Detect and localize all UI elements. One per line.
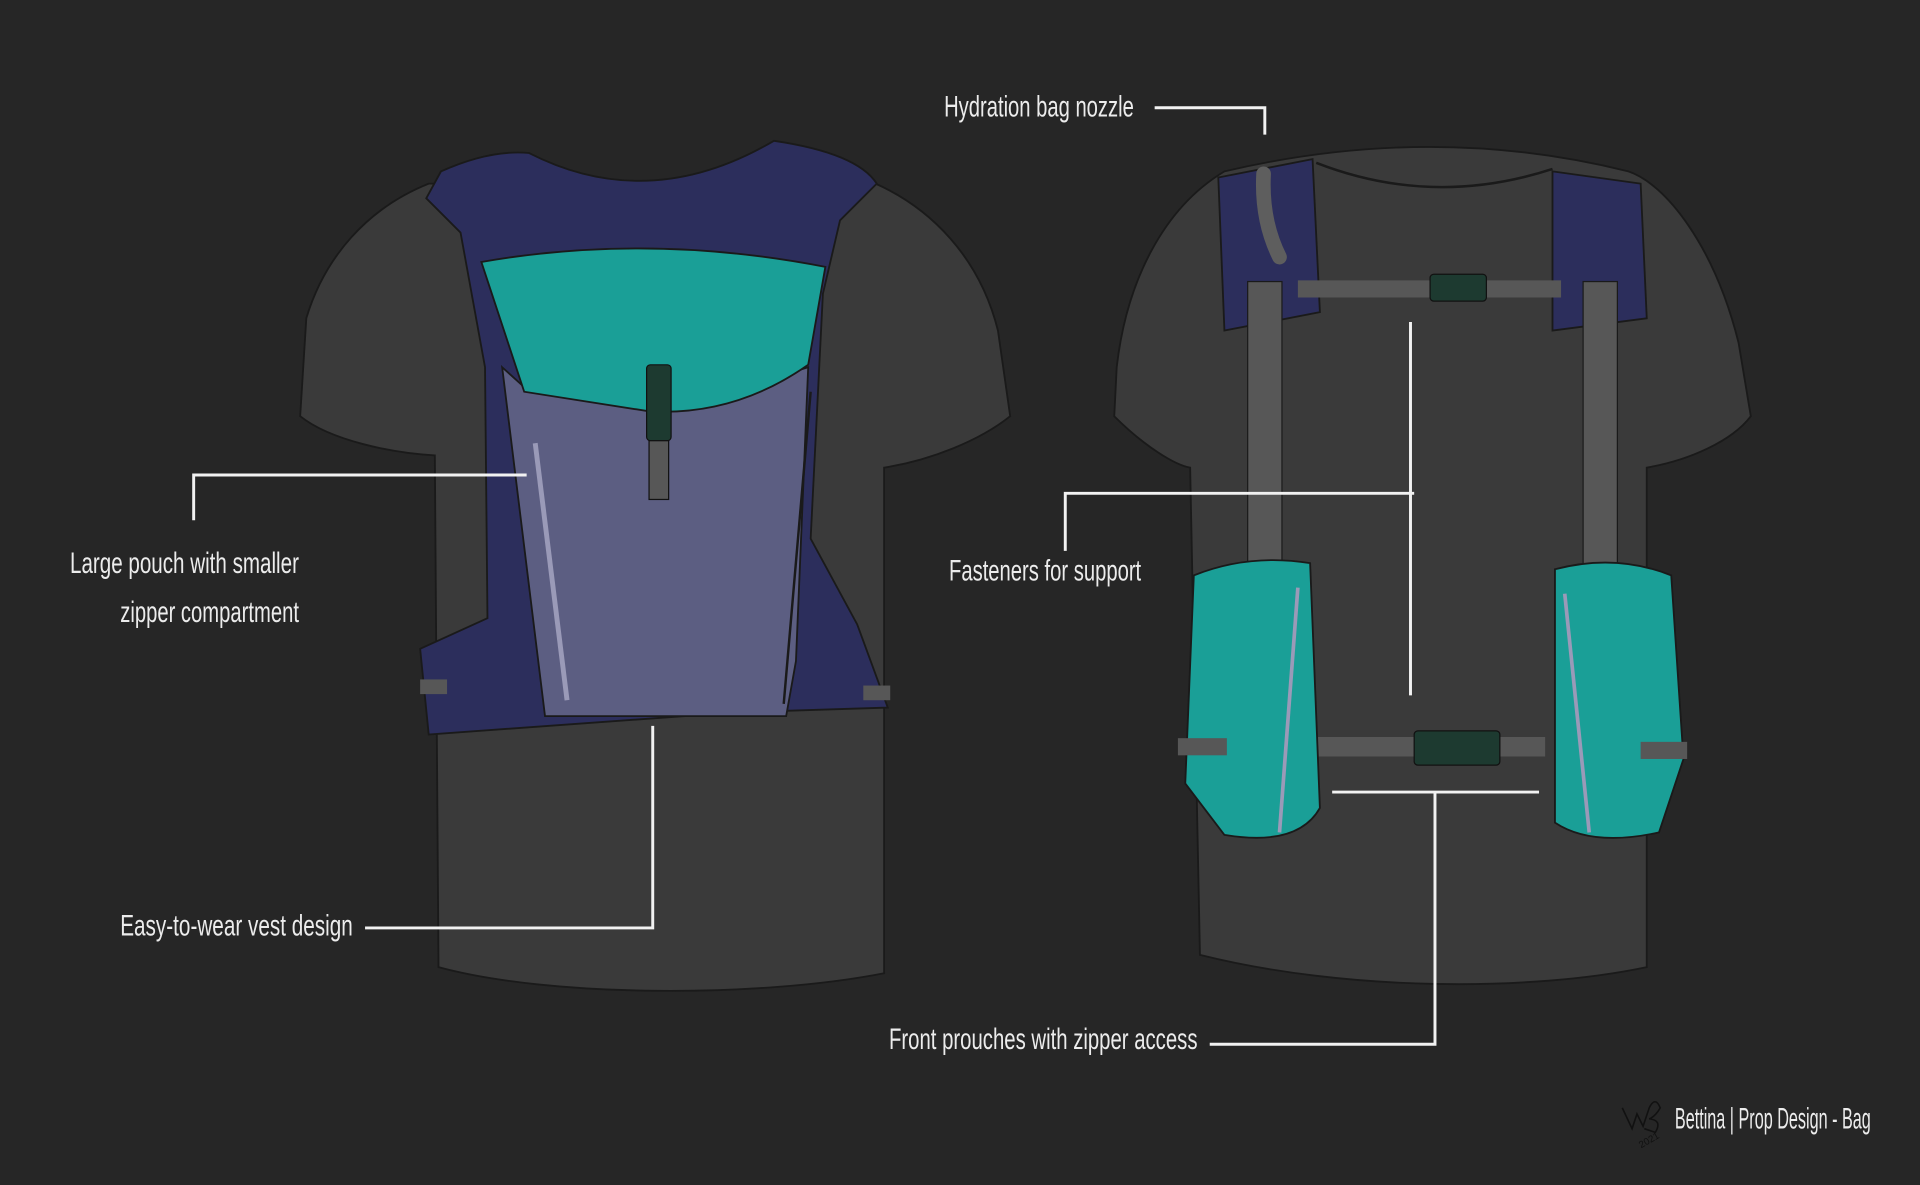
chest-buckle	[1429, 273, 1488, 302]
callout-line	[1209, 793, 1437, 1046]
callout-label: Fasteners for support	[949, 554, 1141, 587]
callout-large-pouch: Large pouch with smaller zipper compartm…	[70, 473, 527, 629]
left-pouch-strap	[1177, 738, 1227, 756]
flap-buckle	[645, 364, 672, 442]
callout-fasteners: Fasteners for support	[949, 321, 1415, 696]
callout-line	[1063, 491, 1415, 551]
neckline	[1315, 161, 1553, 189]
callout-hydration: Hydration bag nozzle	[944, 90, 1267, 135]
footer: 2021 Bettina | Prop Design - Bag	[1621, 1100, 1871, 1151]
right-pouch-strap	[1640, 741, 1688, 759]
callout-line	[365, 725, 655, 930]
left-pouch-zipper	[1277, 587, 1300, 833]
callout-label: Front prouches with zipper access	[889, 1023, 1197, 1056]
callout-front-pouches: Front prouches with zipper access	[889, 790, 1540, 1056]
front-view-illustration	[299, 139, 1012, 992]
callout-vest-design: Easy-to-wear vest design	[120, 725, 655, 942]
pouch-flap	[480, 247, 827, 413]
callout-line	[1154, 106, 1267, 135]
back-view-illustration	[1113, 146, 1752, 986]
hydration-nozzle	[1255, 166, 1287, 265]
right-shoulder-pad	[1551, 170, 1648, 332]
left-strap	[1247, 280, 1283, 589]
left-side-strap	[420, 679, 448, 695]
callout-line	[192, 473, 527, 521]
callout-label: Easy-to-wear vest design	[120, 909, 353, 942]
right-side-strap	[863, 685, 891, 701]
left-front-pouch	[1184, 559, 1321, 839]
footer-title: Bettina | Prop Design - Bag	[1675, 1103, 1871, 1136]
side-zipper-line	[782, 391, 812, 705]
callout-label-line2: zipper compartment	[120, 596, 299, 629]
flap-strap	[648, 440, 670, 501]
right-front-pouch	[1554, 561, 1685, 839]
waist-buckle	[1413, 730, 1501, 766]
right-pouch-zipper	[1562, 593, 1592, 833]
callout-label: Hydration bag nozzle	[944, 90, 1134, 123]
callout-label-line1: Large pouch with smaller	[70, 547, 299, 580]
right-strap	[1582, 280, 1618, 589]
zipper-line	[532, 442, 570, 701]
